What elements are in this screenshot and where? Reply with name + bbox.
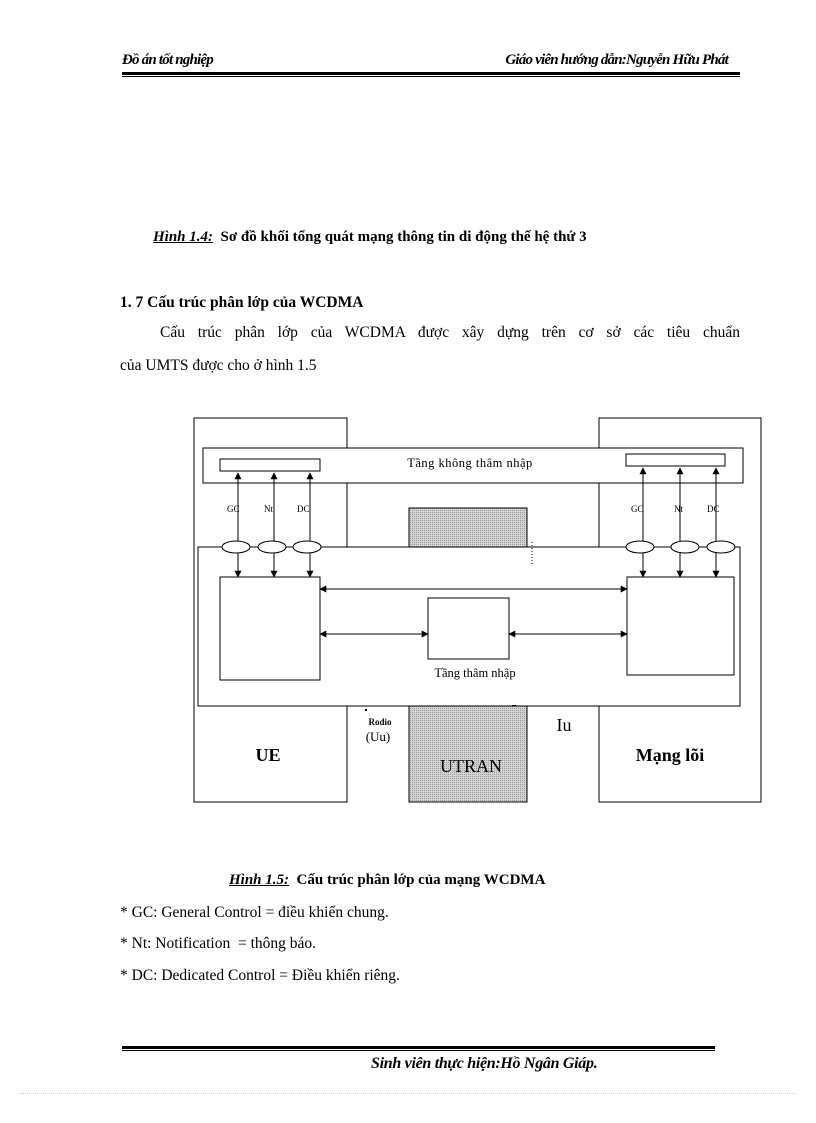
section-paragraph-line1: Cấu trúc phân lớp của WCDMA được xây dựn… — [160, 324, 740, 341]
definition-dc: * DC: Dedicated Control = Điều khiển riê… — [120, 967, 400, 984]
definition-gc: * GC: General Control = điều khiển chung… — [120, 904, 389, 921]
figure-1-5-title: Cấu trúc phân lớp của mạng WCDMA — [296, 872, 546, 888]
footer-rule-thin — [122, 1050, 715, 1051]
figure-1-4-caption: Hình 1.4: Sơ đồ khối tổng quát mạng thôn… — [153, 229, 587, 246]
non-access-stratum-label: Tầng không thâm nhập — [407, 456, 533, 470]
channel-gc-left: GC — [227, 504, 240, 514]
footer-text: Sinh viên thực hiện:Hồ Ngân Giáp. — [371, 1055, 598, 1072]
figure-1-4-title: Sơ đồ khối tổng quát mạng thông tin di đ… — [220, 229, 587, 245]
iu-interface-label: Iu — [557, 715, 572, 735]
core-network-label: Mạng lõi — [636, 745, 705, 765]
channel-dc-left: DC — [297, 504, 310, 514]
channel-nt-right: Nt — [674, 504, 683, 514]
cn-as-entity — [626, 576, 735, 676]
footer-rule — [122, 1046, 715, 1049]
access-stratum-label: Tầng thâm nhập — [434, 666, 515, 680]
header-rule — [122, 72, 740, 75]
cn-nas-entity — [625, 453, 726, 467]
sap-dc-right — [706, 540, 736, 554]
radio-interface-label: (Uu) — [366, 729, 391, 744]
page-bottom-edge — [20, 1093, 796, 1094]
utran-label: UTRAN — [440, 756, 502, 776]
radio-label: Rodio — [368, 717, 392, 727]
section-paragraph-line2: của UMTS được cho ở hình 1.5 — [120, 357, 317, 374]
sap-gc-right — [625, 540, 655, 554]
header-right: Giáo viên hướng dẫn:Nguyễn Hữu Phát — [505, 52, 728, 68]
utran-as-entity — [427, 597, 510, 660]
ue-nas-entity — [219, 458, 321, 472]
ue-as-entity — [219, 576, 321, 681]
sap-gc-left — [221, 540, 251, 554]
header-left: Đồ án tốt nghiệp — [122, 52, 214, 68]
ue-label: UE — [255, 745, 280, 765]
channel-dc-right: DC — [707, 504, 720, 514]
channel-gc-right: GC — [631, 504, 644, 514]
figure-1-5-caption: Hình 1.5: Cấu trúc phân lớp của mạng WCD… — [229, 872, 545, 889]
sap-dc-left — [292, 540, 322, 554]
section-heading: 1. 7 Cấu trúc phân lớp của WCDMA — [120, 294, 364, 311]
figure-1-5-label: Hình 1.5: — [229, 872, 290, 888]
header-rule-thin — [122, 76, 740, 77]
sap-nt-right — [670, 540, 700, 554]
channel-nt-left: Nt — [264, 504, 273, 514]
sap-nt-left — [257, 540, 287, 554]
definition-nt: * Nt: Notification = thông báo. — [120, 935, 317, 952]
figure-1-4-label: Hình 1.4: — [153, 229, 214, 245]
